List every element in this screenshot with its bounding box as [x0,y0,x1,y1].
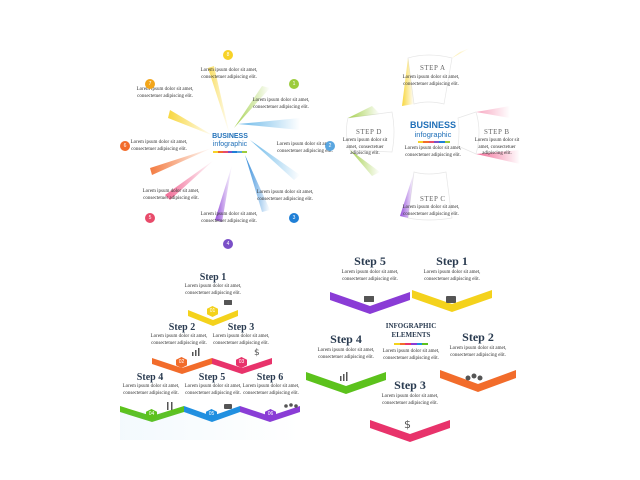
radial-badge-5: 5 [145,213,155,223]
radial-badge-6: 6 [120,141,130,151]
radial-text-7: Lorem ipsum dolor sit amet, consectetuer… [136,87,194,99]
pyramid-step-6: Step 6 [256,372,284,383]
radial-text-5: Lorem ipsum dolor sit amet, consectetuer… [142,189,200,201]
cluster-text-4: Lorem ipsum dolor sit amet, consectetuer… [317,348,375,360]
cluster-text-3: Lorem ipsum dolor sit amet, consectetuer… [381,394,439,406]
pyramid-text-1: Lorem ipsum dolor sit amet, consectetuer… [184,284,242,296]
radial-badge-1: 1 [289,79,299,89]
radial-text-1: Lorem ipsum dolor sit amet, consectetuer… [252,98,310,110]
pyramid-dollar-icon: $ [254,348,260,358]
cross-center-text: Lorem ipsum dolor sit amet, consectetuer… [404,146,462,158]
cross-step-d-text: Lorem ipsum dolor sit amet, consectetuer… [342,138,388,156]
icons [167,296,483,410]
cross-step-c: STEP C [420,195,446,203]
radial-text-8: Lorem ipsum dolor sit amet, consectetuer… [200,68,258,80]
cross-subtitle: infographic [414,130,452,139]
pyramid-text-2: Lorem ipsum dolor sit amet, consectetuer… [150,334,208,346]
pyramid-badge-2: 02 [176,357,187,368]
cross-step-c-text: Lorem ipsum dolor sit amet, consectetuer… [402,205,460,217]
radial-rays [150,66,300,222]
pyramid-badge-1: 01 [207,306,218,317]
radial-badge-3: 3 [289,213,299,223]
cluster-text-2: Lorem ipsum dolor sit amet, consectetuer… [449,346,507,358]
cluster-center-text: Lorem ipsum dolor sit amet, consectetuer… [382,349,440,361]
radial-title: BUSINESS [212,133,248,140]
pyramid-text-3: Lorem ipsum dolor sit amet, consectetuer… [212,334,270,346]
pyramid-step-4: Step 4 [136,372,164,383]
cluster-step-3: Step 3 [394,378,426,392]
dollar-icon: $ [404,418,411,431]
radial-colorbar [213,151,248,153]
pyramid-text-6: Lorem ipsum dolor sit amet, consectetuer… [242,384,300,396]
cross-colorbar [418,141,450,143]
pyramid-badge-6: 06 [265,409,276,420]
cluster-chevrons [306,290,516,442]
pyramid-badge-3: 03 [236,357,247,368]
radial-badge-2: 2 [325,141,335,151]
radial-badge-8: 8 [223,50,233,60]
radial-text-6: Lorem ipsum dolor sit amet, consectetuer… [130,140,188,152]
cluster-center-title-1: INFOGRAPHIC [385,322,437,330]
pyramid-badge-4: 04 [146,409,157,420]
pyramid-step-5: Step 5 [198,372,226,383]
cross-step-a: STEP A [420,64,446,72]
cluster-step-5: Step 5 [354,254,386,268]
cross-diagram [346,48,520,221]
cluster-step-2: Step 2 [462,330,494,344]
radial-text-2: Lorem ipsum dolor sit amet, consectetuer… [276,142,334,154]
pyramid-step-3: Step 3 [227,322,255,333]
radial-subtitle: infographic [212,141,248,148]
cluster-colorbar [394,343,429,345]
cross-title: BUSINESS [409,120,456,130]
radial-badge-7: 7 [145,79,155,89]
cross-step-a-text: Lorem ipsum dolor sit amet, consectetuer… [402,75,460,87]
cluster-text-5: Lorem ipsum dolor sit amet, consectetuer… [341,270,399,282]
radial-text-3: Lorem ipsum dolor sit amet, consectetuer… [256,190,314,202]
cross-step-b: STEP B [484,128,510,136]
pyramid-text-4: Lorem ipsum dolor sit amet, consectetuer… [122,384,180,396]
radial-text-4: Lorem ipsum dolor sit amet, consectetuer… [200,212,258,224]
radial-badge-4: 4 [223,239,233,249]
cross-step-d: STEP D [356,128,382,136]
cross-step-b-text: Lorem ipsum dolor sit amet, consectetuer… [474,138,520,156]
pyramid-badge-5: 05 [206,409,217,420]
pyramid-step-1: Step 1 [199,272,227,283]
cluster-step-1: Step 1 [436,254,468,268]
cluster-text-1: Lorem ipsum dolor sit amet, consectetuer… [423,270,481,282]
pyramid-text-5: Lorem ipsum dolor sit amet, consectetuer… [184,384,242,396]
pyramid-step-2: Step 2 [168,322,196,333]
cluster-step-4: Step 4 [330,332,362,346]
cluster-center-title-2: ELEMENTS [391,331,431,339]
